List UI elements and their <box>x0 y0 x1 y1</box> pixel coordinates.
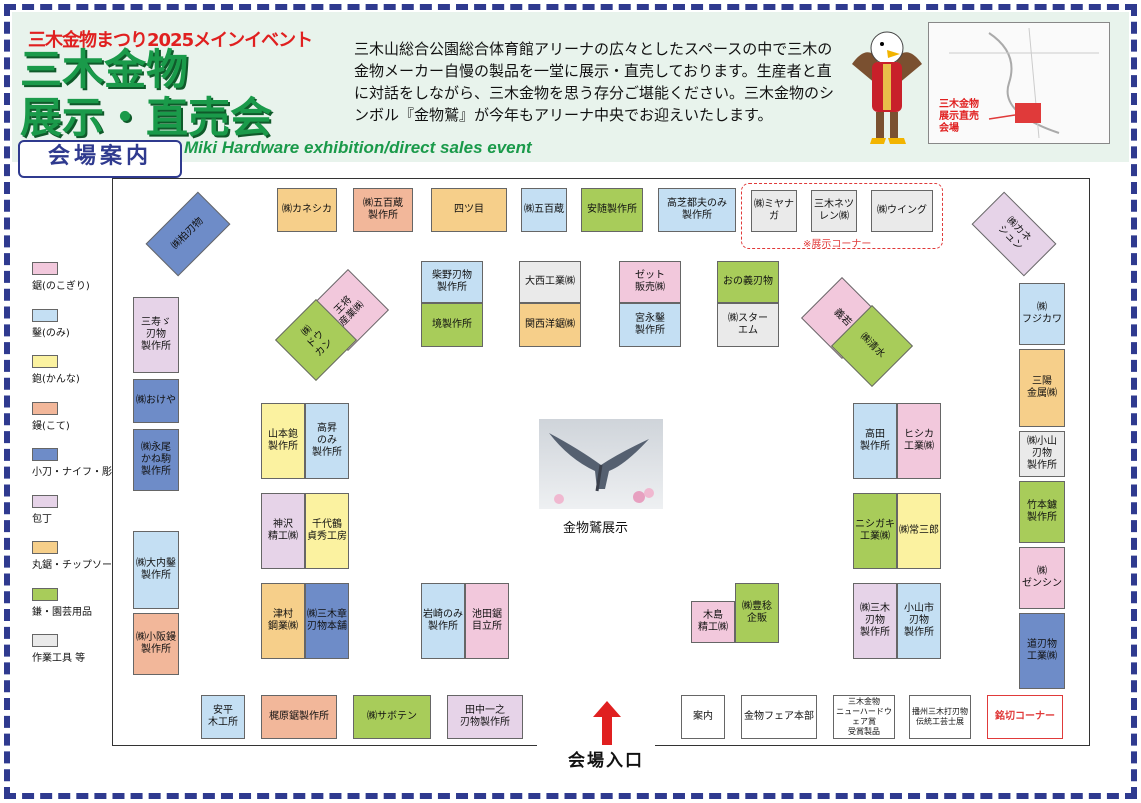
booth-koyama[interactable]: ㈱小山 刃物 製作所 <box>1019 431 1065 477</box>
booth-zetto[interactable]: ゼット 販売㈱ <box>619 261 681 303</box>
booth-sakai[interactable]: 境製作所 <box>421 303 483 347</box>
booth-onishi[interactable]: 大西工業㈱ <box>519 261 581 303</box>
booth-chiyozuru[interactable]: 千代鶴 貞秀工房 <box>305 493 349 569</box>
booth-ikeda[interactable]: 池田鋸 目立所 <box>465 583 509 659</box>
booth-saboten[interactable]: ㈱サボテン <box>353 695 431 739</box>
entrance-gap <box>537 739 655 747</box>
legend-label: 鎌・園芸用品 <box>32 606 92 618</box>
booth-mei-corner[interactable]: 銘切コーナー <box>987 695 1063 739</box>
booth-award[interactable]: 三木金物 ニューハードウェア賞 受賞製品 <box>833 695 895 739</box>
booth-gohyakuzo[interactable]: ㈱五百蔵 <box>521 188 567 232</box>
booth-ouchi[interactable]: ㈱大内鑿 製作所 <box>133 531 179 609</box>
legend-label: 鑿(のみ) <box>32 327 70 339</box>
legend-swatch <box>32 634 58 647</box>
booth-star-m[interactable]: ㈱スター エム <box>717 303 779 347</box>
booth-annai[interactable]: 案内 <box>681 695 725 739</box>
entrance-arrow-icon <box>593 701 621 745</box>
booth-kajiwara[interactable]: 梶原鋸製作所 <box>261 695 337 739</box>
booth-yotsume[interactable]: 四ツ目 <box>431 188 507 232</box>
booth-michi[interactable]: 道刃物 工業㈱ <box>1019 613 1065 689</box>
event-line: 三木金物まつり2025メインイベント <box>28 30 313 51</box>
booth-iwasaki[interactable]: 岩崎のみ 製作所 <box>421 583 465 659</box>
booth-miyanaga-nomi[interactable]: 宮永鑿 製作所 <box>619 303 681 347</box>
entrance-label: 会場入口 <box>568 751 644 771</box>
booth-sanki-sho[interactable]: ㈱三木章 刃物本舗 <box>305 583 349 659</box>
booth-koyama-city[interactable]: 小山市 刃物 製作所 <box>897 583 941 659</box>
legend-swatch <box>32 587 58 601</box>
arena-floor: ㈱カネシカ ㈱五百蔵 製作所 四ツ目 ㈱五百蔵 安随製作所 高芝都夫のみ 製作所… <box>112 178 1090 747</box>
legend-swatch <box>32 448 58 461</box>
booth-shibano[interactable]: 柴野刃物 製作所 <box>421 261 483 303</box>
eagle-caption: 金物鷲展示 <box>563 521 629 536</box>
inset-venue-label: 三木金物 展示直売 会場 <box>939 99 979 134</box>
booth-hishika[interactable]: ヒシカ 工業㈱ <box>897 403 941 479</box>
venue-guide-label: 会場案内 <box>18 140 182 178</box>
english-title: Miki Hardware exhibition/direct sales ev… <box>184 138 532 157</box>
legend-label: 作業工具 等 <box>32 653 86 664</box>
booth-takashiba[interactable]: 高芝都夫のみ 製作所 <box>658 188 736 232</box>
booth-miki-hamono[interactable]: ㈱三木 刃物 製作所 <box>853 583 897 659</box>
booth-takemoto[interactable]: 竹本鑢 製作所 <box>1019 481 1065 543</box>
booth-nishigaki[interactable]: ニシガキ 工業㈱ <box>853 493 897 569</box>
title-line1: 三木金物 <box>20 45 189 94</box>
booth-kosaka[interactable]: ㈱小阪鏝 製作所 <box>133 613 179 675</box>
booth-gohyakuzo-mfg[interactable]: ㈱五百蔵 製作所 <box>353 188 413 232</box>
booth-hq[interactable]: 金物フェア本部 <box>741 695 817 739</box>
exhibit-corner-box <box>741 183 943 249</box>
booth-fujikawa[interactable]: ㈱ フジカワ <box>1019 283 1065 345</box>
legend-swatch <box>32 541 58 554</box>
booth-sanyo[interactable]: 三陽 金属㈱ <box>1019 349 1065 427</box>
exhibit-corner-label: ※展示コーナー <box>803 239 872 250</box>
legend-swatch <box>32 308 58 322</box>
booth-wing[interactable]: ㈱ウイング <box>871 190 933 232</box>
booth-okeya[interactable]: ㈱おけや <box>133 379 179 423</box>
booth-tsumura[interactable]: 津村 鋼業㈱ <box>261 583 305 659</box>
booth-miyanaga[interactable]: ㈱ミヤナガ <box>751 190 797 232</box>
booth-yasuhira[interactable]: 安平 木工所 <box>201 695 245 739</box>
legend-swatch <box>32 494 58 508</box>
legend-label: 丸鋸・チップソー <box>32 560 112 571</box>
legend-swatch <box>32 262 58 275</box>
legend-swatch <box>32 401 58 415</box>
booth-miju[interactable]: 三寿ゞ 刃物 製作所 <box>133 297 179 373</box>
eagle-mascot-icon <box>852 31 922 144</box>
booth-kaneshun[interactable]: ㈱カネ シュン <box>971 191 1057 277</box>
legend-label: 包丁 <box>32 513 52 525</box>
booth-houin[interactable]: ㈱豊稔 企販 <box>735 583 779 643</box>
description: 三木山総合公園総合体育館アリーナの広々としたスペースの中で三木の金物メーカー自慢… <box>354 40 835 124</box>
legend-label: 鋸(のこぎり) <box>32 281 90 292</box>
booth-yamamoto[interactable]: 山本鉋 製作所 <box>261 403 305 479</box>
legend-swatch <box>32 355 58 368</box>
booth-onogi[interactable]: おの義刃物 <box>717 261 779 303</box>
booth-takanobori[interactable]: 高昇 のみ 製作所 <box>305 403 349 479</box>
booth-banshu[interactable]: 播州三木打刃物 伝統工芸士展 <box>909 695 971 739</box>
booth-kashiwa[interactable]: ㈱柏刃物 <box>145 191 231 277</box>
booth-tsunesaburo[interactable]: ㈱常三郎 <box>897 493 941 569</box>
legend-label: 鏝(こて) <box>32 420 70 432</box>
booth-kaneshika[interactable]: ㈱カネシカ <box>277 188 337 232</box>
legend-label: 鉋(かんな) <box>32 374 80 385</box>
booth-takada[interactable]: 高田 製作所 <box>853 403 897 479</box>
page-border <box>4 4 1137 799</box>
eagle-statue-photo <box>539 419 663 509</box>
booth-kansai-yonoko[interactable]: 関西洋鋸㈱ <box>519 303 581 347</box>
booth-nagao[interactable]: ㈱永尾 かね駒 製作所 <box>133 429 179 491</box>
venue-location-map: 三木金物 展示直売 会場 <box>928 22 1110 144</box>
legend-label: 小刀・ナイフ・彫刻刀 <box>32 467 132 478</box>
booth-yasuaki[interactable]: 安随製作所 <box>581 188 643 232</box>
booth-kijima[interactable]: 木島 精工㈱ <box>691 601 735 643</box>
title-line2: 展示・直売会 <box>20 93 273 142</box>
booth-miki-netsuren[interactable]: 三木ネツ レン㈱ <box>811 190 857 232</box>
booth-tanaka[interactable]: 田中一之 刃物製作所 <box>447 695 523 739</box>
booth-kamisawa[interactable]: 神沢 精工㈱ <box>261 493 305 569</box>
booth-zenshin[interactable]: ㈱ ゼンシン <box>1019 547 1065 609</box>
